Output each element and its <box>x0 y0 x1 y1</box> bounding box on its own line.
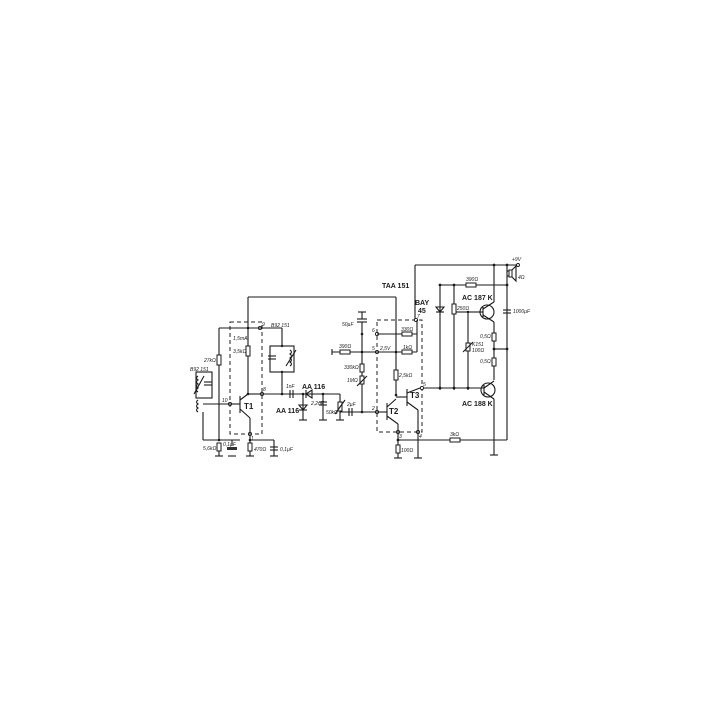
svg-text:+9V: +9V <box>512 257 522 263</box>
svg-text:T3: T3 <box>410 391 420 400</box>
svg-text:8: 8 <box>263 387 266 393</box>
resistor-27k <box>216 354 222 366</box>
svg-text:2: 2 <box>371 406 375 412</box>
resistor-05b <box>491 357 497 367</box>
svg-text:1,5mA: 1,5mA <box>233 336 248 342</box>
resistor-330 <box>401 331 413 337</box>
svg-text:2,5V: 2,5V <box>379 346 391 352</box>
svg-text:10: 10 <box>222 398 228 404</box>
resistor-05a <box>491 332 497 342</box>
resistor-470 <box>247 442 253 452</box>
svg-text:5: 5 <box>423 382 426 388</box>
supply-terminal <box>516 263 520 267</box>
svg-text:390Ω: 390Ω <box>339 344 351 350</box>
svg-text:100Ω: 100Ω <box>401 448 413 454</box>
svg-text:1kΩ: 1kΩ <box>403 345 412 351</box>
svg-text:390Ω: 390Ω <box>466 277 478 283</box>
svg-text:3,5kΩ: 3,5kΩ <box>233 349 246 355</box>
svg-text:3: 3 <box>399 434 402 440</box>
svg-text:K151: K151 <box>472 342 484 348</box>
svg-text:330kΩ: 330kΩ <box>344 365 359 371</box>
svg-text:T1: T1 <box>244 402 254 411</box>
svg-text:45: 45 <box>418 308 426 315</box>
svg-text:470Ω: 470Ω <box>254 447 266 453</box>
svg-text:50kΩ: 50kΩ <box>326 410 338 416</box>
svg-text:2,5kΩ: 2,5kΩ <box>398 373 412 379</box>
diode-aa116-shunt <box>297 404 309 411</box>
svg-text:9: 9 <box>262 322 265 328</box>
svg-text:4: 4 <box>419 434 422 440</box>
svg-text:0,5Ω: 0,5Ω <box>480 359 491 365</box>
ic-title: TAA 151 <box>382 283 409 290</box>
resistor-100 <box>395 444 401 454</box>
svg-text:0,1µF: 0,1µF <box>223 442 237 448</box>
resistor-330k <box>359 363 365 373</box>
resistor-25k <box>393 369 399 381</box>
svg-text:2µF: 2µF <box>346 402 357 408</box>
speaker-icon <box>508 269 513 278</box>
resistor-1k <box>401 349 413 355</box>
svg-text:0,5Ω: 0,5Ω <box>480 334 491 340</box>
ic-box-t2t3 <box>376 319 423 433</box>
diode-bay45 <box>434 306 446 313</box>
resistor-3k <box>449 437 461 443</box>
svg-text:AC 188 K: AC 188 K <box>462 401 493 408</box>
svg-text:AC 187 K: AC 187 K <box>462 295 493 302</box>
svg-text:50µF: 50µF <box>342 322 354 328</box>
diode-aa116-series <box>305 388 313 400</box>
svg-text:3kΩ: 3kΩ <box>450 432 459 438</box>
svg-text:1000µF: 1000µF <box>513 309 531 315</box>
svg-text:5: 5 <box>372 346 375 352</box>
svg-text:7: 7 <box>417 314 420 320</box>
resistor-390-left <box>339 349 351 355</box>
capacitor-01-a <box>227 447 237 450</box>
svg-text:BAY: BAY <box>415 300 429 307</box>
svg-text:100Ω: 100Ω <box>472 348 484 354</box>
svg-text:4Ω: 4Ω <box>518 275 525 281</box>
svg-text:1: 1 <box>251 436 254 442</box>
svg-text:T2: T2 <box>389 407 399 416</box>
svg-text:B92 151: B92 151 <box>271 323 290 329</box>
transistor-ac188k <box>480 382 496 398</box>
resistor-35k <box>245 345 251 357</box>
svg-text:1nF: 1nF <box>286 384 296 390</box>
svg-text:250Ω: 250Ω <box>456 306 469 312</box>
svg-text:0,1µF: 0,1µF <box>280 447 294 453</box>
svg-text:AA 116: AA 116 <box>276 408 299 415</box>
svg-text:6: 6 <box>372 328 375 334</box>
ic-box-t1 <box>229 321 263 435</box>
resistor-56k <box>216 442 222 452</box>
resistor-390-top <box>465 282 477 288</box>
svg-text:27kΩ: 27kΩ <box>203 358 216 364</box>
svg-text:AA 116: AA 116 <box>302 384 325 391</box>
svg-text:B92 151: B92 151 <box>190 367 209 373</box>
svg-text:5,6kΩ: 5,6kΩ <box>203 446 216 452</box>
svg-text:1MΩ: 1MΩ <box>347 378 358 384</box>
pot-250 <box>451 303 457 315</box>
svg-text:330Ω: 330Ω <box>401 327 413 333</box>
svg-text:2,2nF: 2,2nF <box>310 401 325 407</box>
resistor-1m <box>359 375 365 385</box>
